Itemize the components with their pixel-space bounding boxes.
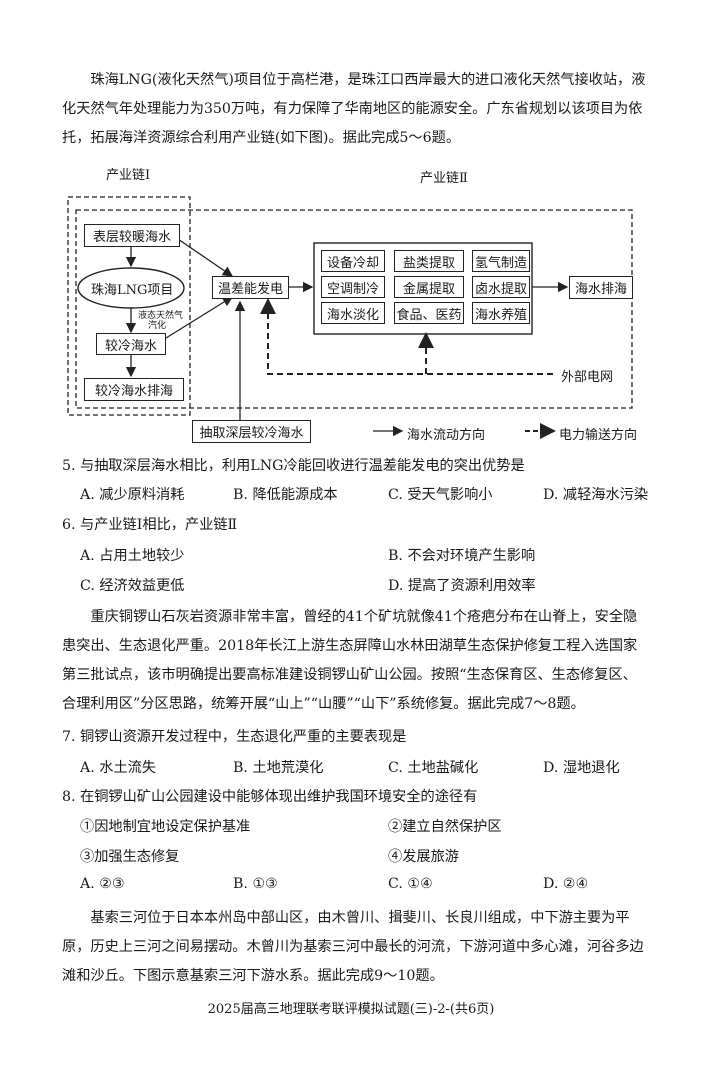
question-7-stem: 7. 铜锣山资源开发过程中，生态退化严重的主要表现是 (62, 729, 407, 745)
q6-option-d[interactable]: D. 提高了资源利用效率 (388, 578, 536, 594)
thermal-power-box: 温差能发电 (212, 276, 289, 299)
deep-cold-water-box: 抽取深层较冷海水 (192, 420, 311, 443)
q8-option-b[interactable]: B. ①③ (233, 876, 278, 892)
q7-option-c[interactable]: C. 土地盐碱化 (388, 760, 479, 776)
seawater-discharge-box: 海水排海 (569, 276, 633, 299)
q6-option-b[interactable]: B. 不会对环境产生影响 (388, 548, 536, 564)
intro-paragraph-tongluoshan: 重庆铜锣山石灰岩资源非常丰富，曾经的41个矿坑就像41个疮疤分布在山脊上，安全隐… (62, 609, 638, 712)
gasification-label-2: 汽化 (148, 321, 167, 331)
q7-option-a[interactable]: A. 水土流失 (80, 760, 157, 776)
q6-option-c[interactable]: C. 经济效益更低 (80, 578, 185, 594)
cool-water-box: 较冷海水 (96, 333, 166, 355)
intro-paragraph-kiso-rivers: 基索三河位于日本本州岛中部山区，由木曾川、揖斐川、长良川组成，中下游主要为平原，… (62, 910, 644, 984)
grid-cell: 卤水提取 (472, 276, 530, 298)
grid-cell: 设备冷却 (321, 250, 385, 272)
q8-item-2: ②建立自然保护区 (388, 819, 502, 835)
q8-option-a[interactable]: A. ②③ (80, 876, 125, 892)
q6-option-a[interactable]: A. 占用土地较少 (80, 548, 185, 564)
cool-water-discharge-box: 较冷海水排海 (84, 378, 184, 401)
q5-option-c[interactable]: C. 受天气影响小 (388, 487, 493, 503)
q8-item-3: ③加强生态修复 (80, 849, 180, 865)
industry-grid-frame (313, 242, 533, 335)
chain2-frame (75, 209, 633, 409)
legend-power-label: 电力输送方向 (559, 428, 638, 443)
q5-option-b[interactable]: B. 降低能源成本 (233, 487, 338, 503)
grid-cell: 金属提取 (394, 276, 464, 298)
lng-project-label: 珠海LNG项目 (91, 283, 174, 298)
q8-option-d[interactable]: D. ②④ (543, 876, 589, 892)
industry-chain-diagram: 产业链Ⅰ 产业链Ⅱ (0, 0, 702, 450)
grid-cell: 海水养殖 (472, 302, 530, 324)
intro-paragraph-lng: 珠海LNG(液化天然气)项目位于高栏港，是珠江口西岸最大的进口液化天然气接收站，… (62, 72, 646, 146)
grid-cell: 盐类提取 (394, 250, 464, 272)
q5-option-a[interactable]: A. 减少原料消耗 (80, 487, 185, 503)
q7-option-b[interactable]: B. 土地荒漠化 (233, 760, 324, 776)
grid-cell: 空调制冷 (321, 276, 385, 298)
grid-cell: 海水淡化 (321, 302, 385, 324)
q7-option-d[interactable]: D. 湿地退化 (543, 760, 620, 776)
q5-option-d[interactable]: D. 减轻海水污染 (543, 487, 649, 503)
warm-surface-water-box: 表层较暖海水 (84, 224, 180, 247)
lng-project-ellipse (77, 267, 185, 309)
gasification-label-1: 液态天然气 (138, 311, 184, 321)
legend-flow-label: 海水流动方向 (407, 428, 486, 443)
question-8-stem: 8. 在铜锣山矿山公园建设中能够体现出维护我国环境安全的途径有 (62, 789, 478, 805)
chain1-label: 产业链Ⅰ (106, 168, 151, 183)
chain2-label: 产业链Ⅱ (420, 171, 468, 186)
q8-option-c[interactable]: C. ①④ (388, 876, 433, 892)
chain1-frame (67, 196, 191, 416)
q8-item-1: ①因地制宜地设定保护基准 (80, 819, 251, 835)
question-6-stem: 6. 与产业链Ⅰ相比，产业链Ⅱ (62, 517, 238, 533)
diagram-lines (67, 196, 633, 439)
q8-item-4: ④发展旅游 (388, 849, 459, 865)
external-grid-label: 外部电网 (561, 370, 614, 385)
page-footer: 2025届高三地理联考联评模拟试题(三)-2-(共6页) (207, 1002, 495, 1017)
grid-cell: 食品、医药 (394, 302, 464, 324)
question-5-stem: 5. 与抽取深层海水相比，利用LNG冷能回收进行温差能发电的突出优势是 (62, 458, 525, 474)
grid-cell: 氢气制造 (472, 250, 530, 272)
